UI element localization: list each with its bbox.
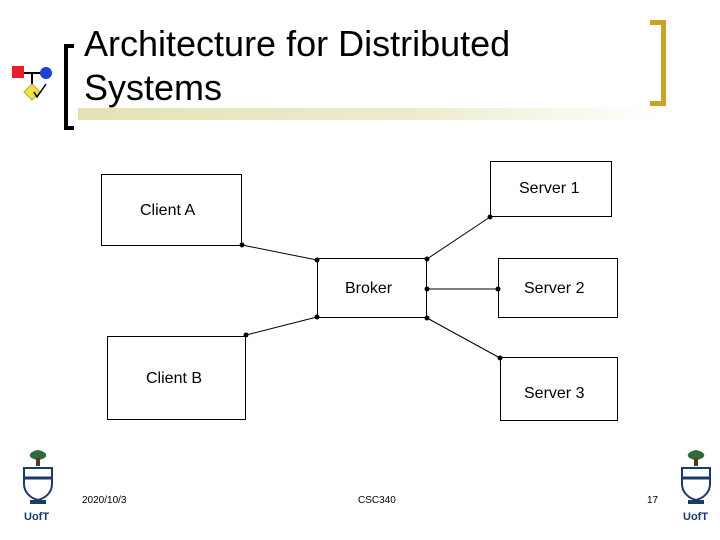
- client-a-box: Client A: [101, 174, 242, 246]
- footer-course: CSC340: [358, 495, 396, 506]
- client-a-label: Client A: [140, 202, 196, 219]
- connector-broker-server-1: [426, 216, 491, 260]
- connector-broker-server-3: [426, 317, 501, 359]
- server-3-label: Server 3: [524, 385, 585, 402]
- broker-box: Broker: [317, 258, 427, 318]
- connector-endpoint: [243, 332, 249, 338]
- client-b-label: Client B: [146, 370, 203, 387]
- connector-client-b-broker: [245, 316, 318, 336]
- connector-endpoint: [314, 314, 320, 320]
- connector-endpoint: [495, 286, 501, 292]
- server-3-box: Server 3: [500, 357, 618, 421]
- connector-endpoint: [424, 315, 430, 321]
- title-underline: [78, 108, 658, 120]
- connector-endpoint: [314, 257, 320, 263]
- uoft-logo-text-right: UofT: [683, 511, 709, 523]
- connector-client-a-broker: [241, 244, 318, 261]
- server-1-box: Server 1: [490, 161, 612, 217]
- blue-circle-icon: [40, 67, 52, 79]
- server-1-label: Server 1: [519, 180, 580, 197]
- connector-endpoint: [424, 256, 430, 262]
- connector-endpoint: [424, 286, 430, 292]
- footer-date: 2020/10/3: [82, 495, 127, 506]
- slide-title: Architecture for Distributed Systems: [84, 22, 624, 110]
- check-mark-icon: [33, 83, 47, 99]
- title-bracket-right: [650, 20, 666, 106]
- server-2-label: Server 2: [524, 280, 585, 297]
- slide-title-line-2: Systems: [84, 67, 223, 108]
- connector-endpoint: [487, 214, 493, 220]
- uoft-logo-text-left: UofT: [24, 511, 50, 523]
- slide-logo-icon: [12, 66, 52, 101]
- connector-endpoint: [497, 355, 503, 361]
- broker-label: Broker: [345, 280, 393, 297]
- uoft-crest-right-icon: [681, 450, 711, 504]
- client-b-box: Client B: [107, 336, 246, 420]
- slide-title-line-1: Architecture for Distributed: [84, 23, 511, 64]
- red-square-icon: [12, 66, 24, 78]
- title-bracket-left: [64, 44, 74, 130]
- footer-page-number: 17: [647, 495, 659, 506]
- uoft-crest-left-icon: [23, 450, 53, 504]
- connector-endpoint: [239, 242, 245, 248]
